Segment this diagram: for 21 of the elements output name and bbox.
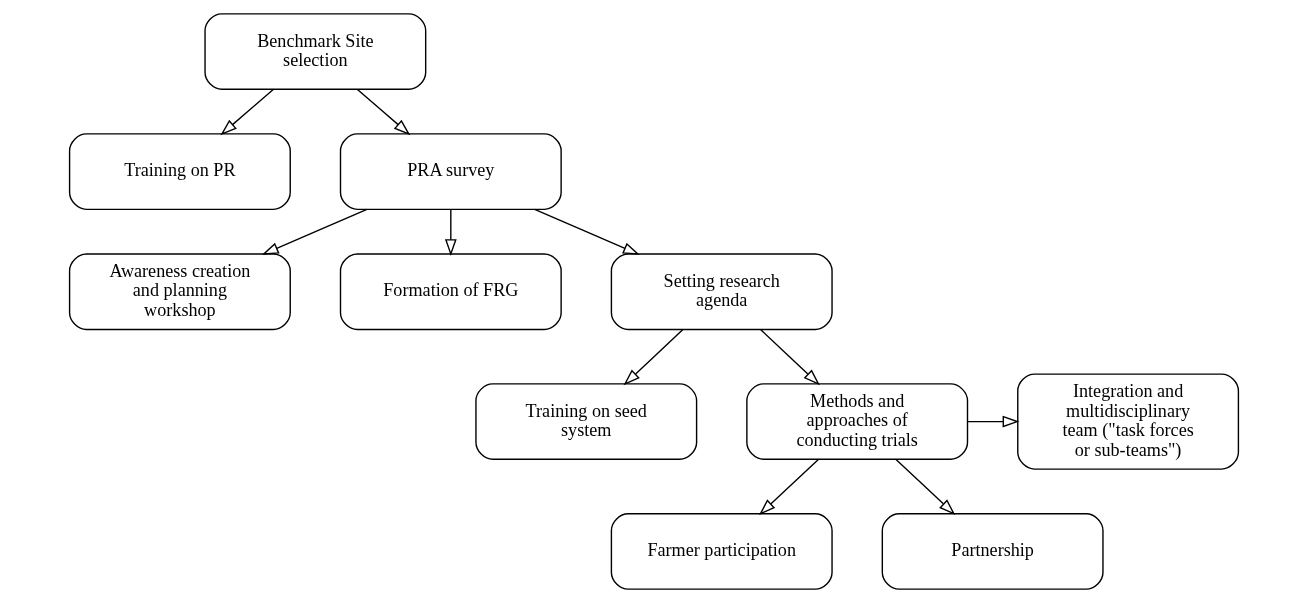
arrow: [967, 415, 1020, 428]
node-box: Methods and approaches of conducting trials: [746, 383, 969, 460]
node-box: Partnership: [881, 513, 1104, 590]
node-box: Setting research agenda: [610, 253, 833, 331]
arrow: [623, 328, 684, 386]
node-box: Integration and multidisciplinary team ("task forces or sub-teams"): [1017, 373, 1240, 470]
arrow: [220, 88, 274, 136]
node-box: PRA survey: [339, 133, 562, 211]
arrow: [759, 458, 820, 516]
node-box: Awareness creation and planning workshop: [68, 253, 291, 331]
arrow: [759, 328, 820, 386]
node-box: Farmer participation: [610, 513, 833, 590]
node-box: Training on PR: [68, 133, 291, 211]
arrow: [895, 458, 956, 516]
node-box: Training on seed system: [475, 383, 698, 460]
arrow: [356, 88, 411, 136]
arrow: [261, 208, 368, 255]
node-box: Benchmark Site selection: [204, 13, 427, 90]
arrow: [444, 208, 457, 256]
node-box: Formation of FRG: [339, 253, 562, 331]
arrow: [533, 208, 640, 255]
